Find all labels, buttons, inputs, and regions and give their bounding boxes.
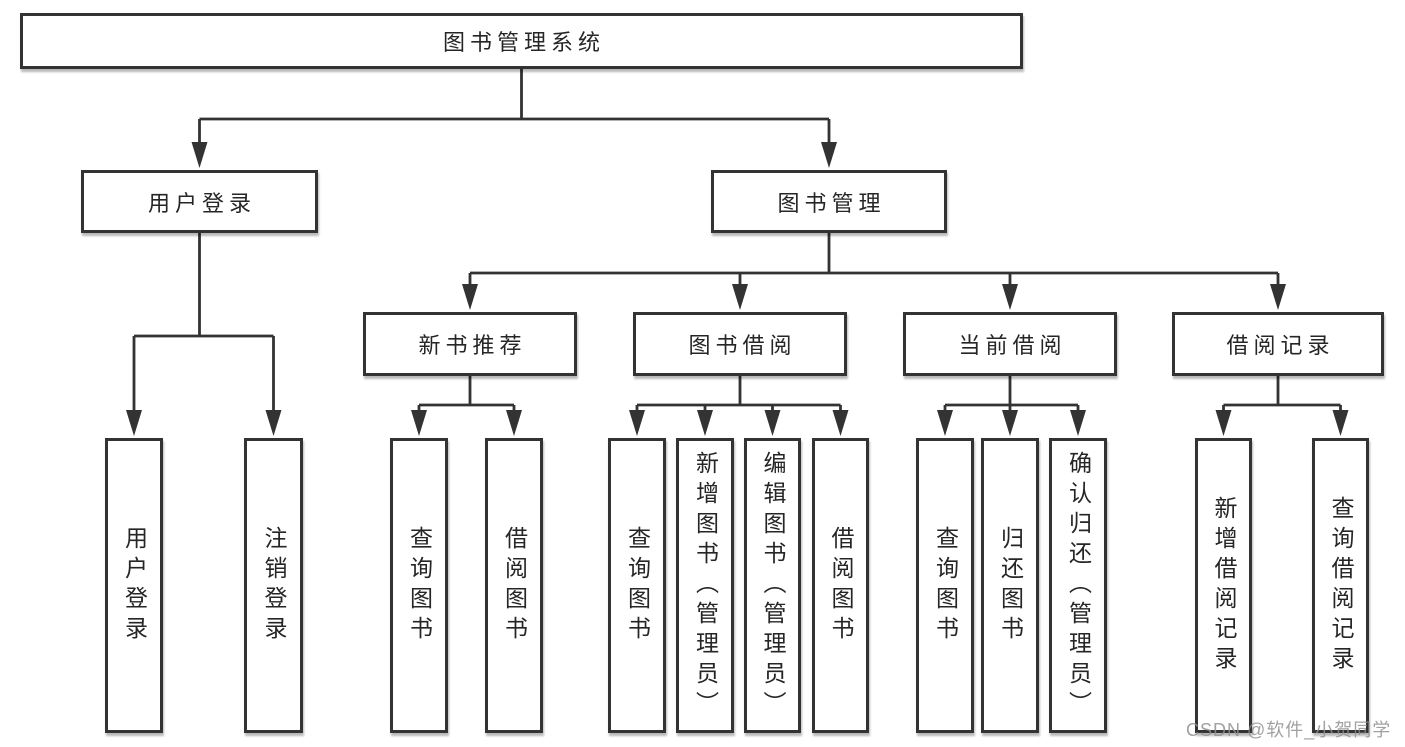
leaf-nbr-borrow-books: 借阅图书 [485,438,543,733]
leaf-cb-query-books: 查询图书 [916,438,974,733]
leaf-br-query-record: 查询借阅记录 [1312,438,1369,733]
leaf-br-add-record: 新增借阅记录 [1195,438,1252,733]
watermark-text: CSDN @软件_小贺同学 [1186,720,1392,740]
node-user-login: 用户登录 [81,170,318,233]
leaf-user-login: 用户登录 [105,438,163,733]
leaf-bb-query-books: 查询图书 [608,438,666,733]
leaf-nbr-query-books: 查询图书 [390,438,448,733]
leaf-bb-borrow-books: 借阅图书 [812,438,869,733]
node-book-borrowing: 图书借阅 [633,312,847,376]
leaf-logout: 注销登录 [244,438,303,733]
leaf-bb-edit-books-admin: 编辑图书（管理员） [744,438,801,733]
leaf-cb-confirm-return-admin: 确认归还（管理员） [1049,438,1107,733]
node-root-library-system: 图书管理系统 [20,13,1023,69]
node-current-borrowing: 当前借阅 [903,312,1117,376]
node-book-management: 图书管理 [711,170,947,233]
leaf-bb-add-books-admin: 新增图书（管理员） [676,438,734,733]
node-borrowing-records: 借阅记录 [1172,312,1384,376]
node-new-book-recommend: 新书推荐 [363,312,577,376]
leaf-cb-return-books: 归还图书 [981,438,1039,733]
